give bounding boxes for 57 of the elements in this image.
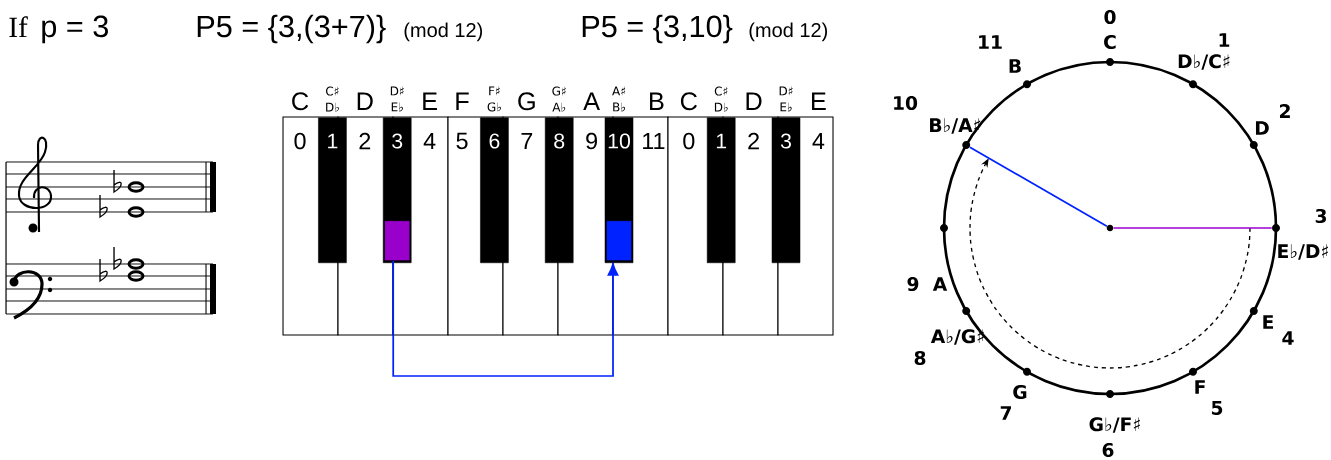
note-name: D♯ E♭ bbox=[390, 86, 404, 112]
highlighted-key bbox=[384, 220, 411, 261]
note-label: A bbox=[932, 277, 948, 291]
connector-line bbox=[969, 146, 1108, 228]
note-label: B bbox=[1009, 59, 1021, 73]
note-label: E bbox=[1263, 315, 1273, 329]
piano-key: 1 bbox=[706, 117, 736, 264]
note-label: 8 bbox=[914, 350, 926, 366]
note-name: D♯ E♭ bbox=[779, 86, 793, 112]
note-name: B bbox=[650, 92, 664, 110]
note-label: 3 bbox=[1315, 208, 1326, 224]
note-label: 2 bbox=[1280, 104, 1290, 118]
note-name: E bbox=[423, 92, 437, 110]
heading-text: P5 = {3,(3+7)} bbox=[197, 14, 386, 44]
connector-line bbox=[1112, 227, 1273, 229]
heading-text: P5 = {3,10} bbox=[582, 14, 733, 44]
note-name: C♯ D♭ bbox=[714, 86, 728, 112]
note-label: 5 bbox=[1211, 401, 1223, 415]
note-label: G♭/F♯ bbox=[1089, 417, 1140, 433]
heading-text: (mod 12) bbox=[749, 22, 828, 42]
note-label: 9 bbox=[907, 276, 919, 292]
note-label: 6 bbox=[1102, 442, 1114, 458]
heading-text: If bbox=[9, 16, 28, 37]
piano-key: 6 bbox=[480, 117, 509, 264]
heading-text: (mod 12) bbox=[404, 22, 483, 42]
note-label: G bbox=[1013, 384, 1027, 400]
note-name: C♯ D♭ bbox=[326, 86, 339, 112]
note-label: D♭/C♯ bbox=[1178, 54, 1230, 70]
note-name: C bbox=[680, 92, 697, 111]
piano-key: 1 bbox=[318, 117, 347, 264]
piano-key: 8 bbox=[544, 117, 574, 264]
note-name: G bbox=[518, 92, 535, 111]
note-label: F bbox=[1195, 380, 1205, 394]
piano-key: 3 bbox=[771, 117, 801, 264]
note-name: G♯ A♭ bbox=[552, 86, 566, 112]
highlighted-key bbox=[606, 220, 632, 261]
note-name: F bbox=[456, 92, 469, 110]
note-name: D bbox=[746, 92, 762, 110]
note-name: E bbox=[812, 92, 826, 110]
note-name: C bbox=[292, 92, 309, 111]
note-name: A♯ B♭ bbox=[612, 86, 625, 112]
note-name: A bbox=[583, 92, 600, 110]
note-label: 11 bbox=[979, 35, 1002, 49]
note-label: 4 bbox=[1282, 331, 1294, 345]
note-label: A♭/G♯ bbox=[930, 329, 984, 345]
note-label: 10 bbox=[894, 95, 918, 111]
connector-line bbox=[392, 260, 619, 377]
note-label: E♭/D♯ bbox=[1278, 244, 1328, 260]
note-label: 1 bbox=[1219, 33, 1230, 47]
note-label: 0 bbox=[1104, 9, 1116, 25]
note-label: 7 bbox=[1000, 406, 1011, 420]
heading-text: p = 3 bbox=[42, 15, 108, 44]
note-name: F♯ G♭ bbox=[487, 86, 501, 112]
note-label: B♭/A♯ bbox=[930, 118, 981, 134]
note-name: D bbox=[357, 92, 373, 110]
note-label: D bbox=[1255, 121, 1269, 135]
note-label: C bbox=[1104, 34, 1116, 50]
